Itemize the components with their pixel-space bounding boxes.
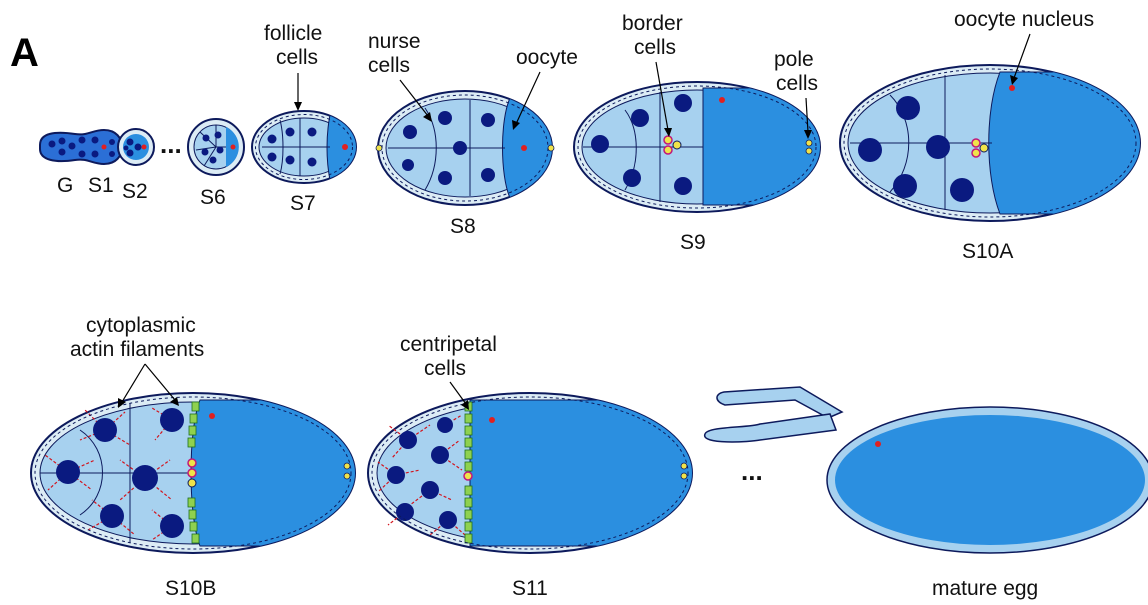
- stage-s2-egg-chamber: [118, 129, 154, 165]
- label-g: G: [57, 174, 73, 197]
- annotation-follicle-cells: follicle cells: [264, 22, 322, 111]
- follicle-line-1: follicle: [264, 22, 322, 45]
- label-s6: S6: [200, 186, 226, 209]
- ellipsis-top: ...: [160, 129, 182, 159]
- border-cells-s11: [464, 472, 472, 480]
- follicle-line-2: cells: [276, 46, 318, 69]
- border-cells-s10b: [188, 459, 196, 487]
- label-s11: S11: [512, 577, 548, 600]
- stage-s6-egg-chamber: [188, 119, 244, 175]
- nurse-line-1: nurse: [368, 30, 421, 53]
- stage-s8-egg-chamber: [376, 91, 560, 205]
- oocyte-label: oocyte: [516, 46, 578, 69]
- ellipsis-bottom: ...: [741, 456, 763, 486]
- panel-label: A: [10, 31, 39, 75]
- label-s1: S1: [88, 174, 114, 197]
- stage-s10b-egg-chamber: [31, 393, 360, 553]
- border-line-1: border: [622, 12, 683, 35]
- stage-s7-egg-chamber: [252, 111, 360, 183]
- stage-s9-egg-chamber: [574, 82, 830, 212]
- pole-line-2: cells: [776, 72, 818, 95]
- label-s7: S7: [290, 192, 316, 215]
- mature-egg: [705, 387, 1148, 553]
- nurse-line-2: cells: [368, 54, 410, 77]
- pole-line-1: pole: [774, 48, 814, 71]
- label-s10a: S10A: [962, 240, 1013, 263]
- label-s9: S9: [680, 231, 706, 254]
- actin-line-1: cytoplasmic: [86, 314, 196, 337]
- label-s8: S8: [450, 215, 476, 238]
- centripetal-line-2: cells: [424, 357, 466, 380]
- stage-s10a-egg-chamber: [840, 65, 1145, 221]
- annotation-nurse-cells: nurse cells: [368, 30, 432, 122]
- label-s2: S2: [122, 180, 148, 203]
- actin-line-2: actin filaments: [70, 338, 204, 361]
- centripetal-line-1: centripetal: [400, 333, 497, 356]
- oocyte-nucleus-label: oocyte nucleus: [954, 8, 1094, 31]
- stage-s11-egg-chamber: [368, 393, 700, 553]
- label-s10b: S10B: [165, 577, 216, 600]
- border-line-2: cells: [634, 36, 676, 59]
- label-mature-egg: mature egg: [932, 577, 1038, 600]
- stage-g-s1-egg-chamber: [40, 130, 122, 164]
